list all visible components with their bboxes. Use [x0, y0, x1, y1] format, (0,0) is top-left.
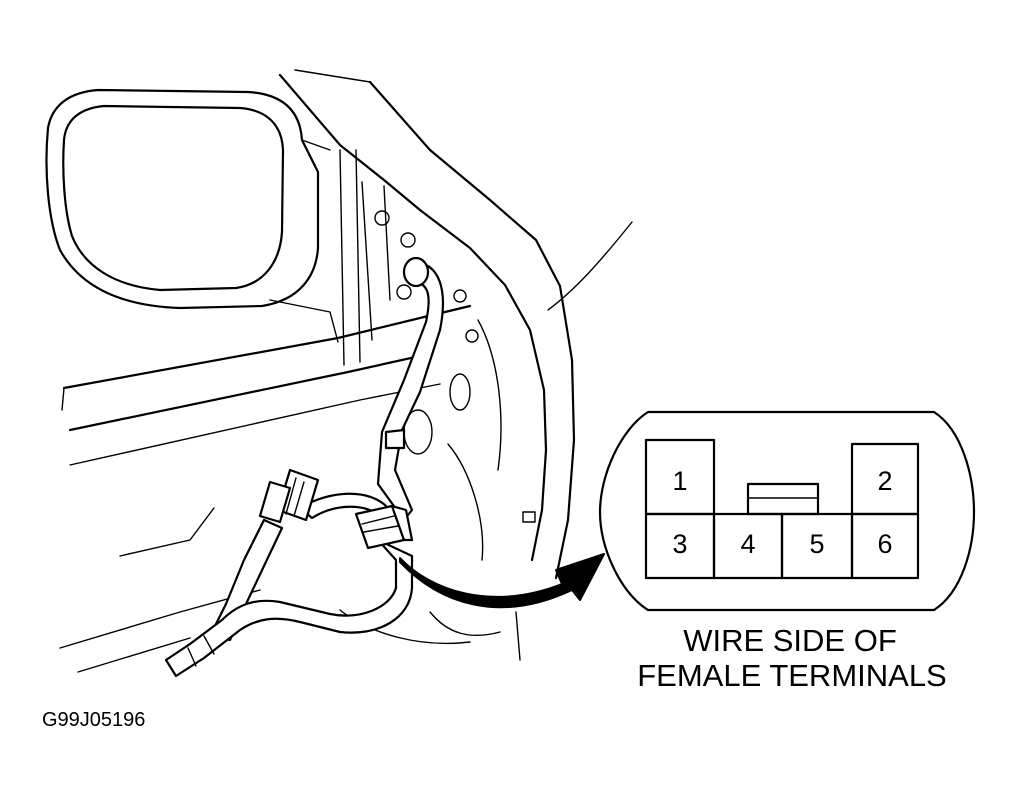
figure-id: G99J05196: [42, 709, 145, 731]
side-mirror: [45, 88, 339, 343]
connector-outline: [598, 410, 976, 612]
terminal-label-4: 4: [740, 529, 755, 559]
lower-panel: [59, 443, 521, 673]
mirror-connector: [258, 468, 320, 524]
panel-holes: [374, 210, 536, 523]
terminal-label-3: 3: [672, 529, 687, 559]
wiring-harness: [164, 256, 444, 678]
locking-tab: [746, 482, 820, 516]
terminal-label-6: 6: [877, 529, 892, 559]
connector-face-view: 1 2 3 4 5 6 WIRE SIDE OF FEMALE TERMINAL…: [598, 410, 976, 693]
terminal-cell-6: [850, 512, 920, 580]
caption-line-1: WIRE SIDE OF: [683, 623, 897, 658]
callout-arrow: [399, 553, 605, 609]
terminal-label-2: 2: [877, 466, 892, 496]
harness-connector: [354, 504, 414, 550]
terminal-label-5: 5: [809, 529, 824, 559]
caption-line-2: FEMALE TERMINALS: [637, 658, 947, 693]
door-illustration: [45, 69, 633, 678]
door-frame: [278, 69, 576, 580]
terminal-label-1: 1: [672, 466, 687, 496]
fender-line: [547, 221, 633, 311]
